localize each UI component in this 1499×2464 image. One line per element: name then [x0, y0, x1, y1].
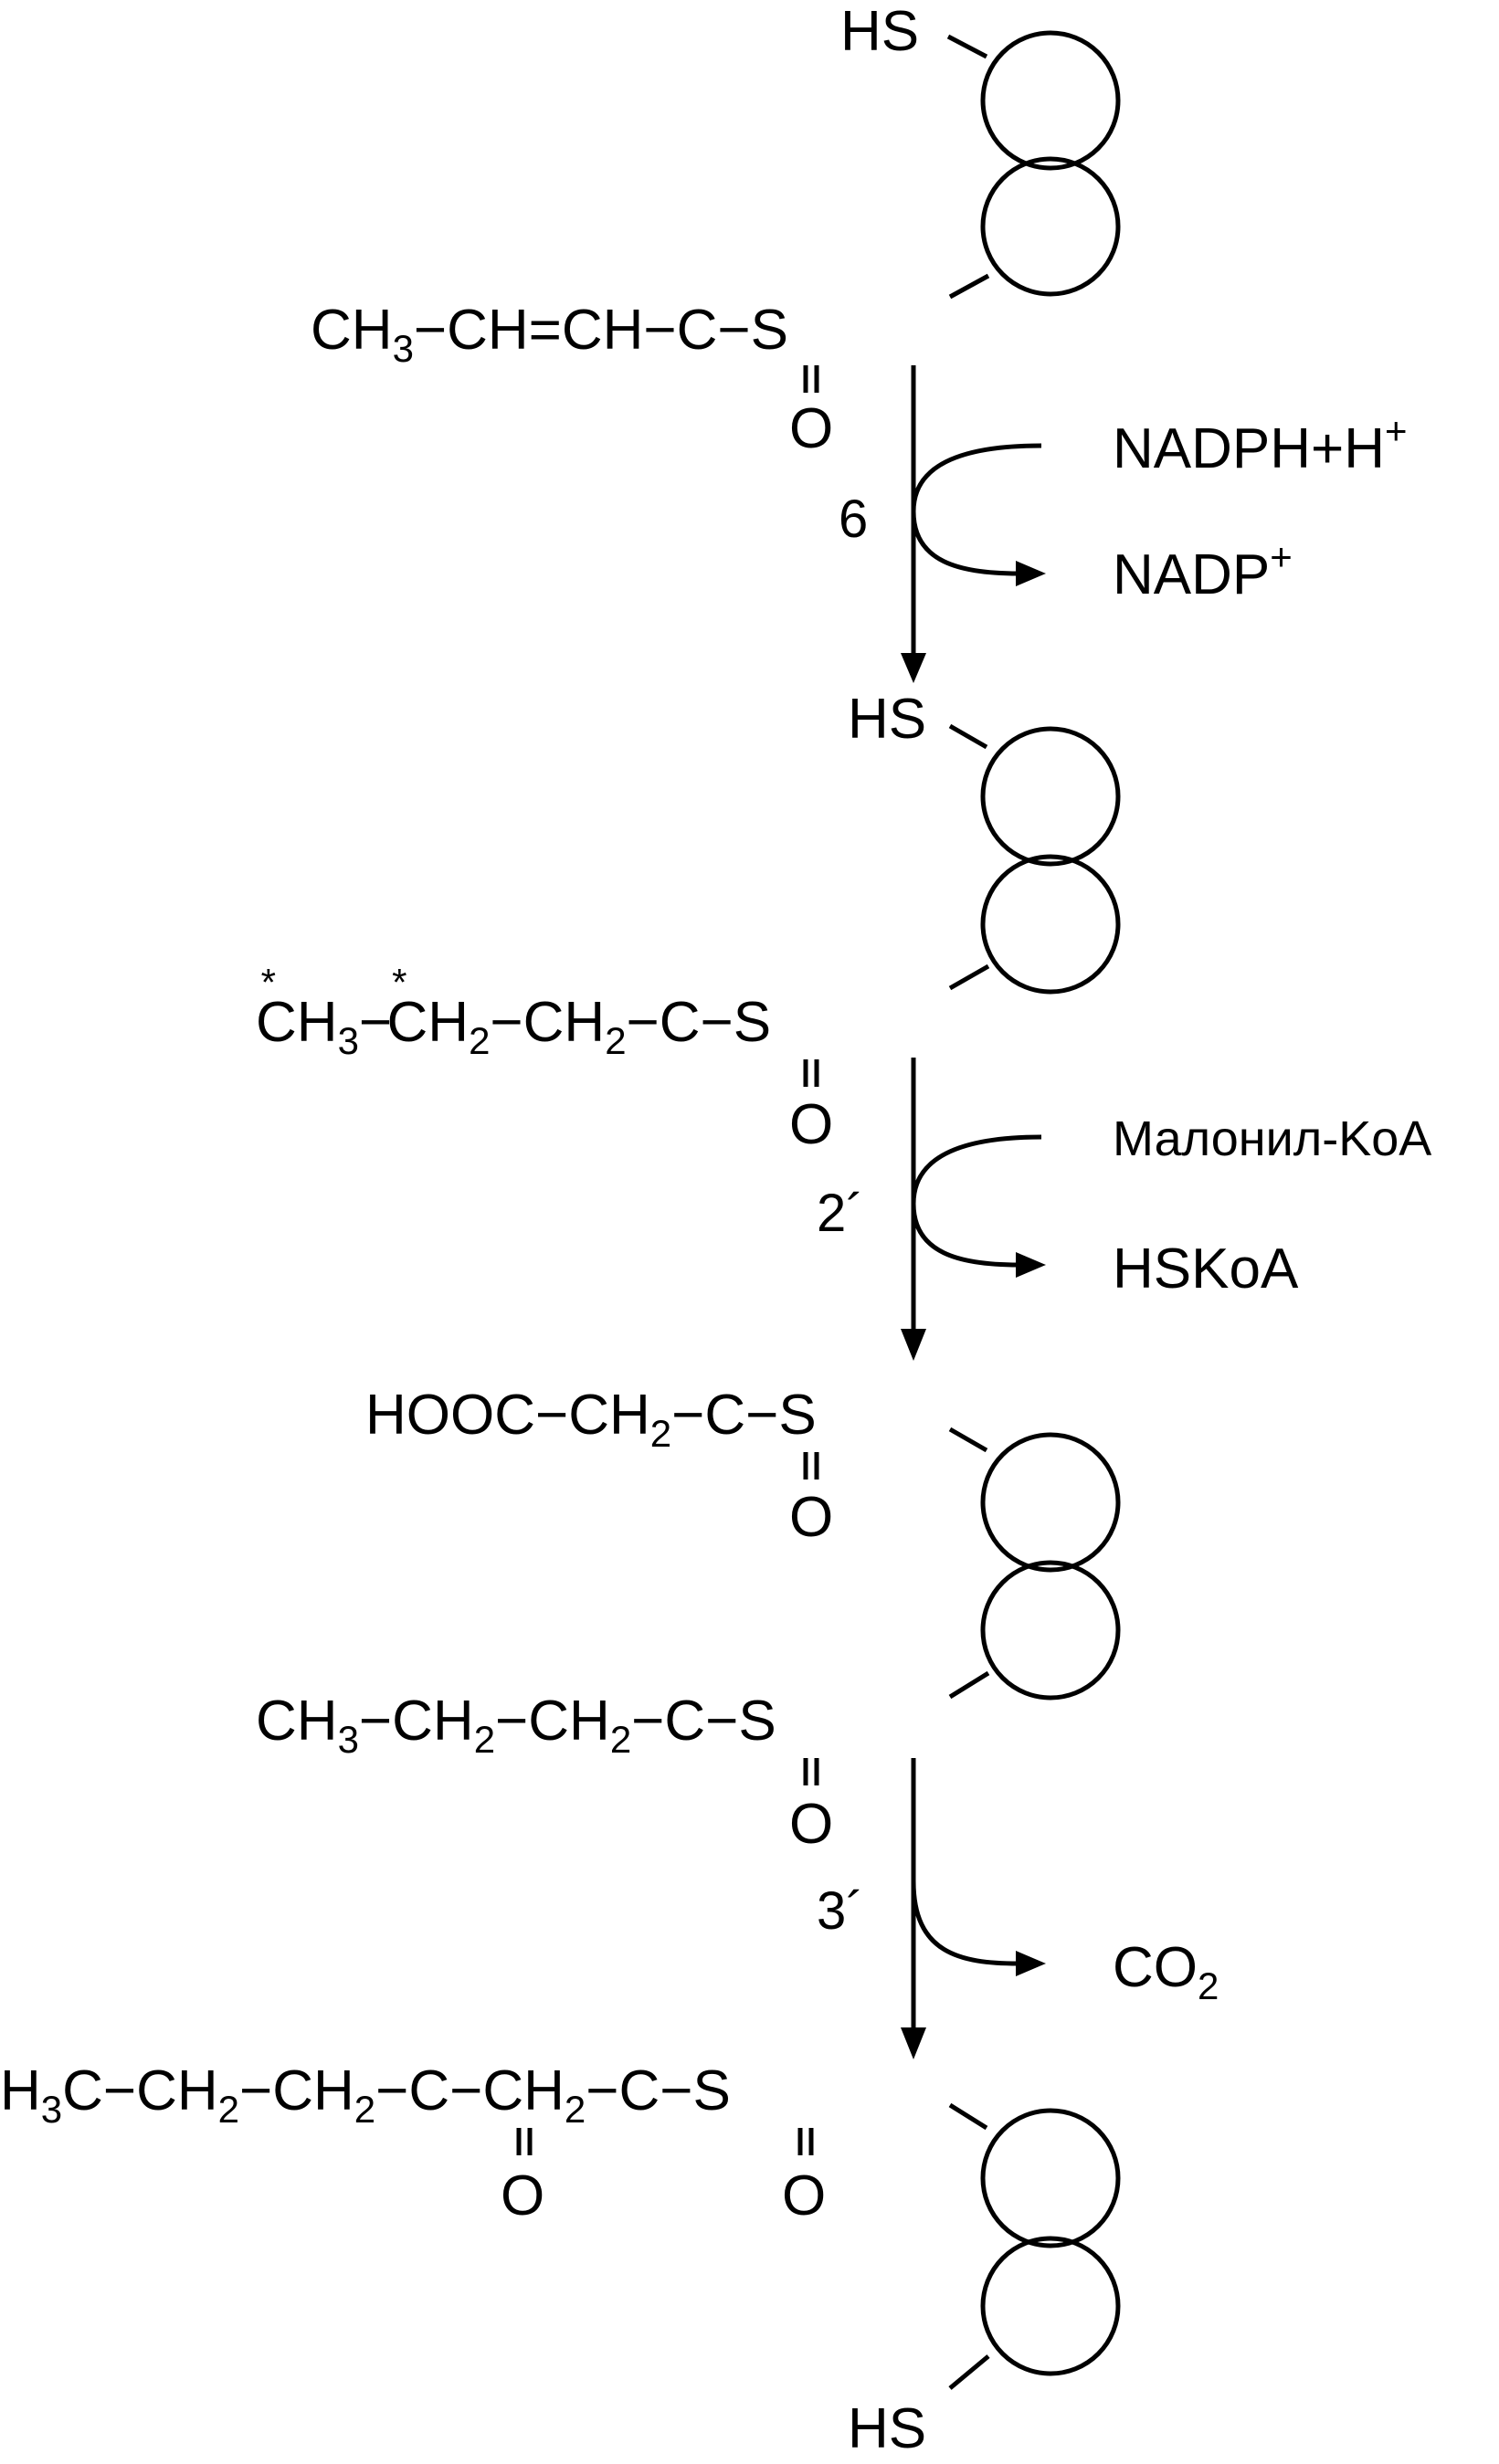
cofactor-out: NADP+: [1113, 535, 1293, 606]
formula-malonyl: HOOC−CH2−C−S: [365, 1384, 817, 1455]
hs-label: HS: [848, 688, 926, 751]
step-6: 6 NADPH+H+ NADP+: [839, 365, 1408, 683]
step-3-prime: 3´ CO2: [817, 1758, 1219, 2059]
structure-crotonyl: HS CH3−CH=CH−C−S O: [311, 0, 1121, 460]
hs-label-bottom: HS: [848, 2397, 926, 2460]
enzyme-domain-circle: [980, 30, 1121, 171]
structure-butyryl-labeled: HS *CH3−*CH2−CH2−C−S O: [256, 688, 1121, 1156]
structure-malonyl: HOOC−CH2−C−S O: [365, 1384, 1121, 1701]
enzyme-domain-circle: [980, 854, 1121, 995]
structure-ketohexanoyl: H3C−CH2−CH2−C−CH2−C−S O O HS: [0, 2059, 1121, 2460]
step-number: 3´: [817, 1881, 864, 1941]
oxygen-label-right: O: [782, 2164, 826, 2227]
oxygen-label: O: [789, 1093, 833, 1156]
cofactor-out: CO2: [1113, 1936, 1219, 2007]
oxygen-label: O: [789, 1486, 833, 1549]
structure-butyryl: CH3−CH2−CH2−C−S O: [256, 1670, 990, 1856]
enzyme-domain-circle: [980, 156, 1121, 297]
enzyme-domain-circle: [980, 1432, 1121, 1573]
formula-ketohexanoyl: H3C−CH2−CH2−C−CH2−C−S: [0, 2059, 731, 2131]
formula-crotonyl: CH3−CH=CH−C−S: [311, 299, 788, 370]
cofactor-in: NADPH+H+: [1113, 409, 1408, 480]
formula-butyryl-labeled: *CH3−*CH2−CH2−C−S: [256, 961, 771, 1062]
hs-label-top: HS: [840, 0, 919, 63]
cofactor-in: Малонил-KoA: [1113, 1111, 1431, 1166]
oxygen-label-left: O: [501, 2164, 544, 2227]
enzyme-domain-circle: [980, 2108, 1121, 2248]
enzyme-domain-circle: [980, 1560, 1121, 1701]
cofactor-out: HSKoA: [1113, 1237, 1299, 1300]
step-2-prime: 2´ Малонил-KoA HSKoA: [817, 1058, 1431, 1361]
enzyme-domain-circle: [980, 726, 1121, 867]
oxygen-label: O: [789, 397, 833, 460]
oxygen-label: O: [789, 1793, 833, 1856]
step-number: 2´: [817, 1184, 864, 1243]
step-number: 6: [839, 490, 868, 549]
formula-butyryl: CH3−CH2−CH2−C−S: [256, 1690, 776, 1761]
enzyme-domain-circle: [980, 2236, 1121, 2376]
